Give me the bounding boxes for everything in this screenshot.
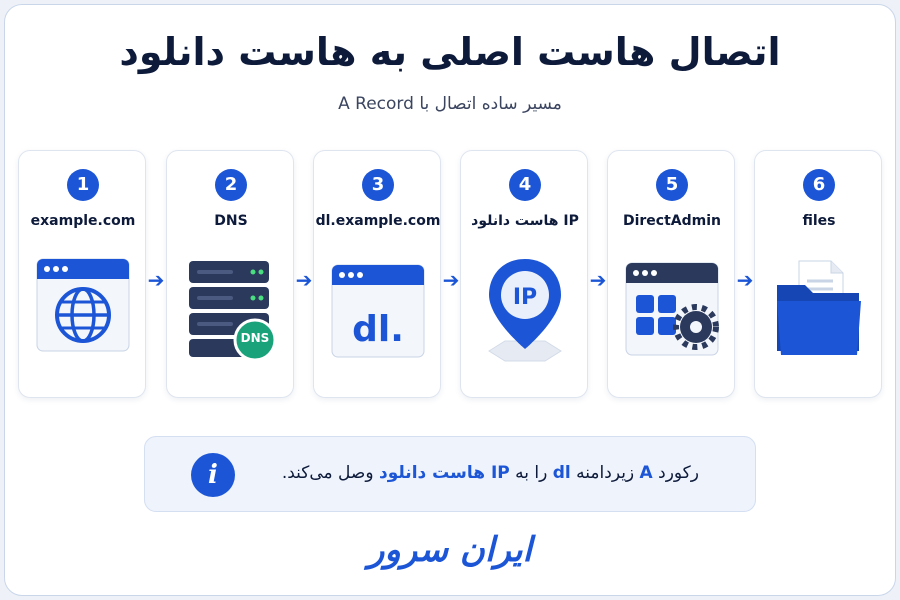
page-subtitle: مسیر ساده اتصال با A Record (338, 94, 562, 114)
info-part: رکورد (658, 463, 699, 483)
step-label: IP هاست دانلود (471, 213, 579, 229)
info-highlight: IP هاست دانلود (378, 463, 510, 483)
step-card-6: 6 files (754, 150, 882, 398)
info-highlight: A (639, 463, 653, 483)
arrow-icon: ➔ (736, 268, 754, 292)
directadmin-panel-icon (625, 262, 719, 356)
step-label: example.com (30, 213, 136, 229)
arrow-icon: ➔ (295, 268, 313, 292)
step-card-4: 4 IP هاست دانلود IP (460, 150, 588, 398)
step-card-5: 5 DirectAdmin (607, 150, 735, 398)
step-label: DirectAdmin (622, 213, 722, 229)
dns-server-icon (189, 261, 277, 362)
arrow-icon: ➔ (442, 268, 460, 292)
step-number: 3 (362, 169, 394, 201)
info-text: رکورد A زیردامنه dl را به IP هاست دانلود… (282, 463, 699, 483)
folder-files-icon (777, 260, 861, 355)
info-note: i رکورد A زیردامنه dl را به IP هاست دانل… (144, 436, 756, 512)
info-icon: i (191, 453, 235, 497)
arrow-icon: ➔ (147, 268, 165, 292)
step-label: dl.example.com (315, 213, 441, 229)
page-title: اتصال هاست اصلی به هاست دانلود (119, 30, 781, 74)
step-label: files (802, 213, 836, 229)
ip-location-pin-icon (488, 259, 562, 362)
step-number: 2 (215, 169, 247, 201)
dl-badge-label: dl. (352, 309, 404, 350)
step-number: 6 (803, 169, 835, 201)
step-card-2: 2 DNS DNS (166, 150, 294, 398)
info-part: را به (515, 463, 548, 483)
step-card-3: 3 dl.example.com dl. (313, 150, 441, 398)
step-label: DNS (214, 213, 248, 229)
info-highlight: dl (552, 463, 571, 483)
browser-globe-icon (36, 258, 130, 352)
info-part: زیردامنه (576, 463, 635, 483)
brand-logo: ایران سرور (367, 530, 532, 570)
browser-dl-icon (331, 264, 425, 358)
step-number: 1 (67, 169, 99, 201)
dns-badge-label: DNS (240, 331, 270, 345)
step-number: 5 (656, 169, 688, 201)
step-number: 4 (509, 169, 541, 201)
step-card-1: 1 example.com (18, 150, 146, 398)
arrow-icon: ➔ (589, 268, 607, 292)
ip-badge-label: IP (512, 285, 538, 310)
info-part: وصل می‌کند. (281, 463, 374, 483)
